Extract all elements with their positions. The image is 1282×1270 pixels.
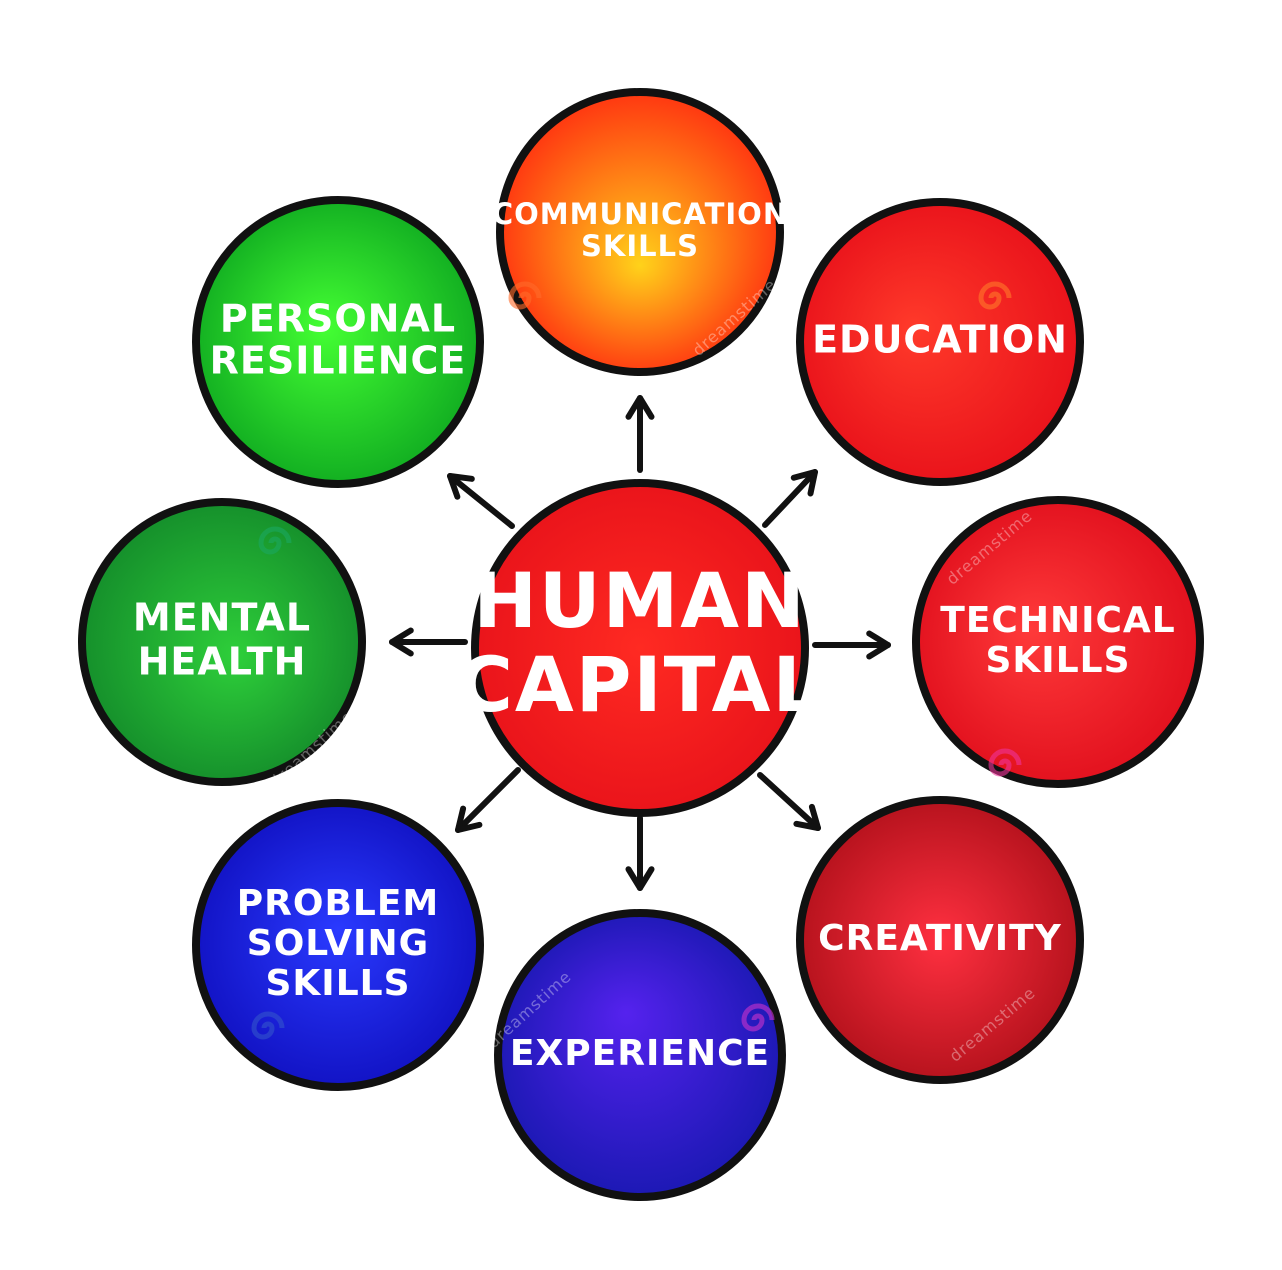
communication-skills-line-2: SKILLS <box>581 229 699 263</box>
watermark-swirl-icon <box>741 1003 775 1032</box>
watermark-swirl-icon <box>508 281 542 310</box>
arrow-to-communication-skills-head <box>625 395 655 420</box>
arrow-to-creativity-head <box>793 803 821 831</box>
technical-skills-line-1: TECHNICAL <box>940 600 1175 641</box>
technical-skills-circle <box>912 496 1204 788</box>
arrow-to-problem-solving-skills-head <box>455 805 483 833</box>
arrow-to-mental-health-head <box>389 627 414 657</box>
personal-resilience-circle <box>192 196 484 488</box>
arrow-to-experience <box>625 815 655 891</box>
communication-skills-circle <box>496 88 784 376</box>
arrow-to-technical-skills-head <box>866 630 891 660</box>
problem-solving-skills-line-1: PROBLEM <box>237 883 440 924</box>
problem-solving-skills-line-3: SKILLS <box>265 963 410 1004</box>
experience-line-1: EXPERIENCE <box>510 1033 770 1074</box>
arrow-to-technical-skills <box>812 630 891 660</box>
node-experience: EXPERIENCE <box>494 909 786 1201</box>
center-line-1: HUMAN <box>473 556 806 645</box>
arrow-to-education-shaft <box>762 469 818 528</box>
node-creativity: CREATIVITY <box>796 796 1084 1084</box>
personal-resilience-line-1: PERSONAL <box>220 297 456 341</box>
outer-nodes: COMMUNICATIONSKILLSEDUCATIONTECHNICALSKI… <box>78 88 1204 1201</box>
arrow-to-experience-head <box>625 866 655 891</box>
arrow-to-mental-health <box>389 627 468 657</box>
communication-skills-line-1: COMMUNICATION <box>492 197 788 231</box>
watermark-swirl-icon <box>988 748 1022 777</box>
watermark-swirl-icon <box>258 526 292 555</box>
center-circle <box>471 479 809 817</box>
experience-label: EXPERIENCE <box>510 1033 770 1074</box>
arrow-to-education <box>762 469 818 528</box>
mental-health-circle <box>78 498 366 786</box>
arrow-to-personal-resilience <box>447 473 515 529</box>
education-line-1: EDUCATION <box>812 318 1068 362</box>
mental-health-line-2: HEALTH <box>138 640 307 684</box>
personal-resilience-line-2: RESILIENCE <box>210 339 467 383</box>
center-line-2: CAPITAL <box>457 640 823 729</box>
education-circle <box>796 198 1084 486</box>
education-label: EDUCATION <box>812 318 1068 362</box>
experience-circle <box>494 909 786 1201</box>
arrow-to-creativity-shaft <box>757 772 821 831</box>
mental-health-line-1: MENTAL <box>133 596 311 640</box>
connector-arrows <box>389 395 891 891</box>
arrow-to-problem-solving-skills-shaft <box>455 767 521 833</box>
arrow-to-creativity <box>757 772 821 831</box>
arrow-to-personal-resilience-head <box>447 473 475 500</box>
node-education: EDUCATION <box>796 198 1084 486</box>
creativity-label: CREATIVITY <box>818 918 1062 959</box>
arrow-to-communication-skills <box>625 395 655 473</box>
watermark-swirl-icon <box>978 281 1012 310</box>
arrow-to-personal-resilience-shaft <box>447 473 515 529</box>
watermark-swirl-icon <box>251 1011 285 1040</box>
creativity-circle <box>796 796 1084 1084</box>
problem-solving-skills-line-2: SOLVING <box>247 923 429 964</box>
technical-skills-line-2: SKILLS <box>985 640 1130 681</box>
creativity-line-1: CREATIVITY <box>818 918 1062 959</box>
arrow-to-problem-solving-skills <box>455 767 521 833</box>
arrow-to-education-head <box>790 469 818 497</box>
